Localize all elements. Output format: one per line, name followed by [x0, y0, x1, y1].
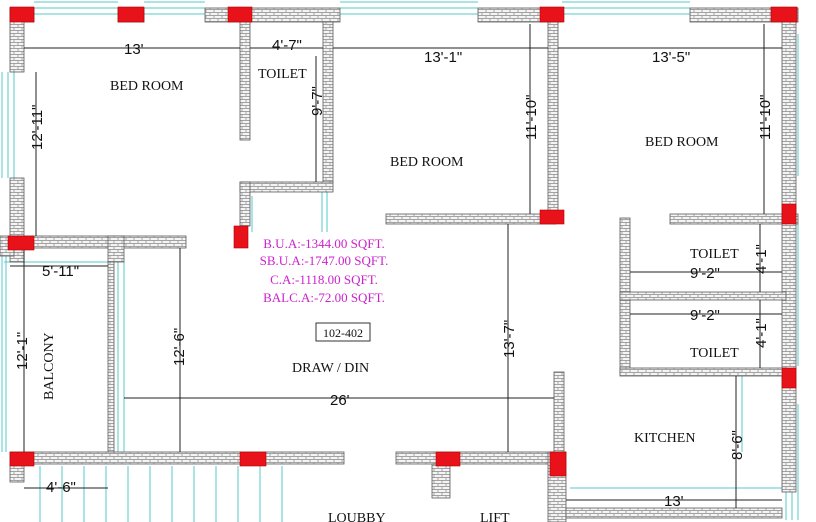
area-sbua: SB.U.A:-1747.00 SQFT.: [260, 253, 389, 268]
dim-kitchen-width: 13': [664, 493, 684, 510]
area-schedule: B.U.A:-1344.00 SQFT. SB.U.A:-1747.00 SQF…: [260, 236, 389, 305]
dim-balcony-width: 5'-11": [42, 263, 79, 280]
dim-bed1-width: 13': [124, 41, 144, 58]
dim-draw-din-height-right: 13'-7": [501, 320, 518, 358]
room-label-kitchen: KITCHEN: [634, 431, 695, 446]
room-label-balcony: BALCONY: [42, 332, 57, 400]
area-ca: C.A:-1118.00 SQFT.: [270, 272, 378, 287]
area-balca: BALC.A:-72.00 SQFT.: [263, 290, 385, 305]
dimension-lines: [10, 24, 782, 508]
dim-balcony-height: 12'-1": [14, 332, 31, 370]
room-label-loubby: LOUBBY: [328, 511, 386, 522]
room-label-toilet-3: TOILET: [690, 346, 739, 361]
room-label-toilet-2: TOILET: [690, 247, 739, 262]
room-label-lift: LIFT: [480, 511, 510, 522]
dim-bed2-height: 11'-10": [523, 95, 540, 140]
dim-bed3-height: 11'-10": [757, 95, 774, 140]
dim-lobby-width: 4'-6": [46, 479, 76, 496]
dim-toilet1-width: 4'-7": [272, 37, 302, 54]
dim-toilet3-width: 9'-2": [690, 307, 720, 324]
dim-toilet2-height: 4'-1": [753, 244, 770, 274]
dim-bed1-height: 12'-11": [29, 105, 46, 150]
dim-kitchen-height: 8'-6": [729, 430, 746, 460]
room-label-bed-room-2: BED ROOM: [390, 155, 464, 170]
unit-number: 102-402: [323, 326, 363, 340]
dim-toilet1-height: 9'-7": [309, 86, 326, 116]
dim-bed3-width: 13'-5": [652, 49, 690, 66]
dim-draw-din-width: 26': [330, 392, 350, 409]
dim-toilet3-height: 4'-1": [753, 318, 770, 348]
dim-toilet2-width: 9'-2": [690, 265, 720, 282]
room-label-toilet-1: TOILET: [258, 67, 307, 82]
unit-number-box: [315, 322, 371, 342]
structural-columns: [7, 6, 798, 477]
dim-draw-din-height-left: 12'-6": [171, 328, 188, 366]
room-label-draw-din: DRAW / DIN: [292, 361, 369, 376]
dim-bed2-width: 13'-1": [424, 49, 462, 66]
room-label-bed-room-3: BED ROOM: [645, 135, 719, 150]
room-label-bed-room-1: BED ROOM: [110, 79, 184, 94]
area-bua: B.U.A:-1344.00 SQFT.: [263, 236, 384, 251]
